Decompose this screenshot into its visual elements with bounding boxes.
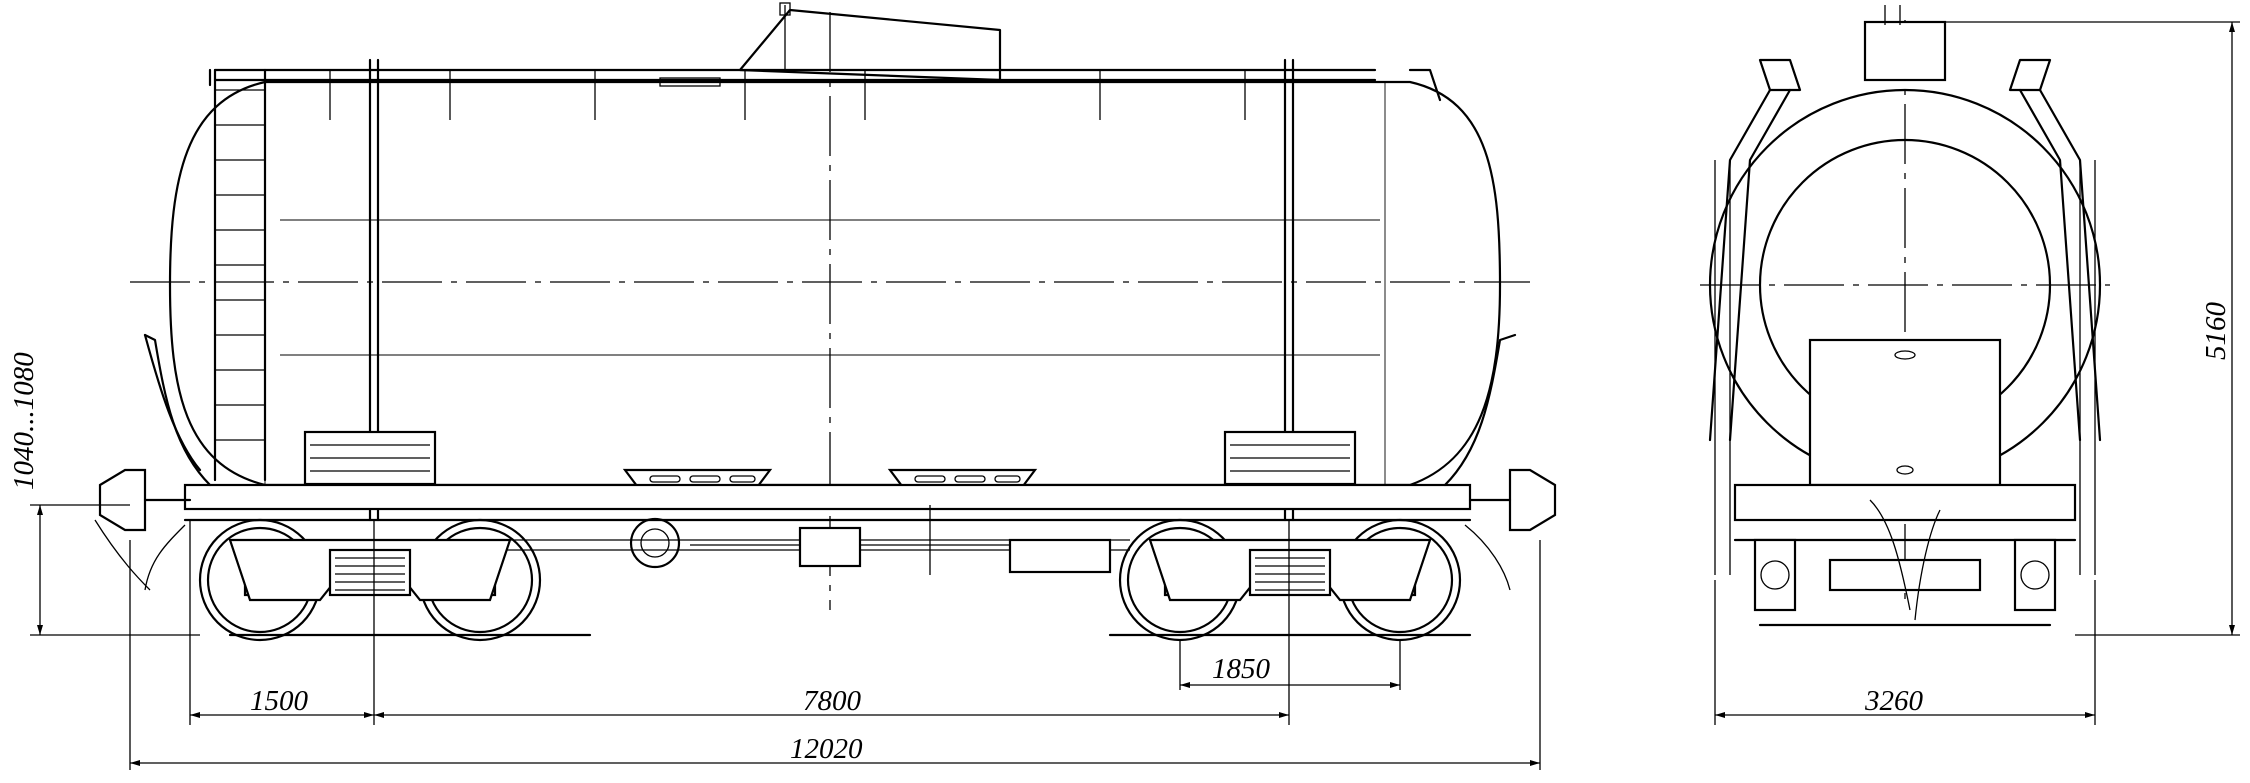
dim-12020-text: 12020 [790,733,863,765]
top-railing [208,68,1442,120]
dim-3260: 3260 [1715,685,2095,718]
dim-12020: 12020 [130,733,1540,766]
right-bogie [1108,518,1472,642]
left-coupler [94,468,192,591]
left-bogie [198,518,592,642]
end-view: 5160 3260 [1700,5,2240,725]
brake-equipment [629,505,1112,575]
right-end-horn [1443,333,1517,487]
dim-7800-text: 7800 [803,685,862,717]
dim-1850: 1850 [1180,653,1400,688]
dim-7800: 7800 [374,685,1289,718]
left-end-horn [143,333,212,487]
dim-3260-text: 3260 [1864,685,1924,717]
dim-1500: 1500 [190,685,374,718]
tie-rods [368,58,1295,522]
ladder [143,68,267,482]
end-plate [1808,338,2002,487]
side-view: 1040...1080 1500 7800 1850 12020 [8,2,1557,770]
end-platforms [303,430,1357,486]
dim-coupler-height-text: 1040...1080 [8,352,40,490]
right-coupler [1464,468,1557,591]
dim-1850-text: 1850 [1212,653,1271,685]
dim-1500-text: 1500 [250,685,309,717]
dome-end [1863,20,1947,82]
dim-coupler-height: 1040...1080 [8,352,43,635]
dim-5160-text: 5160 [2200,302,2232,361]
dome [738,2,1002,82]
dim-5160: 5160 [2200,22,2235,635]
